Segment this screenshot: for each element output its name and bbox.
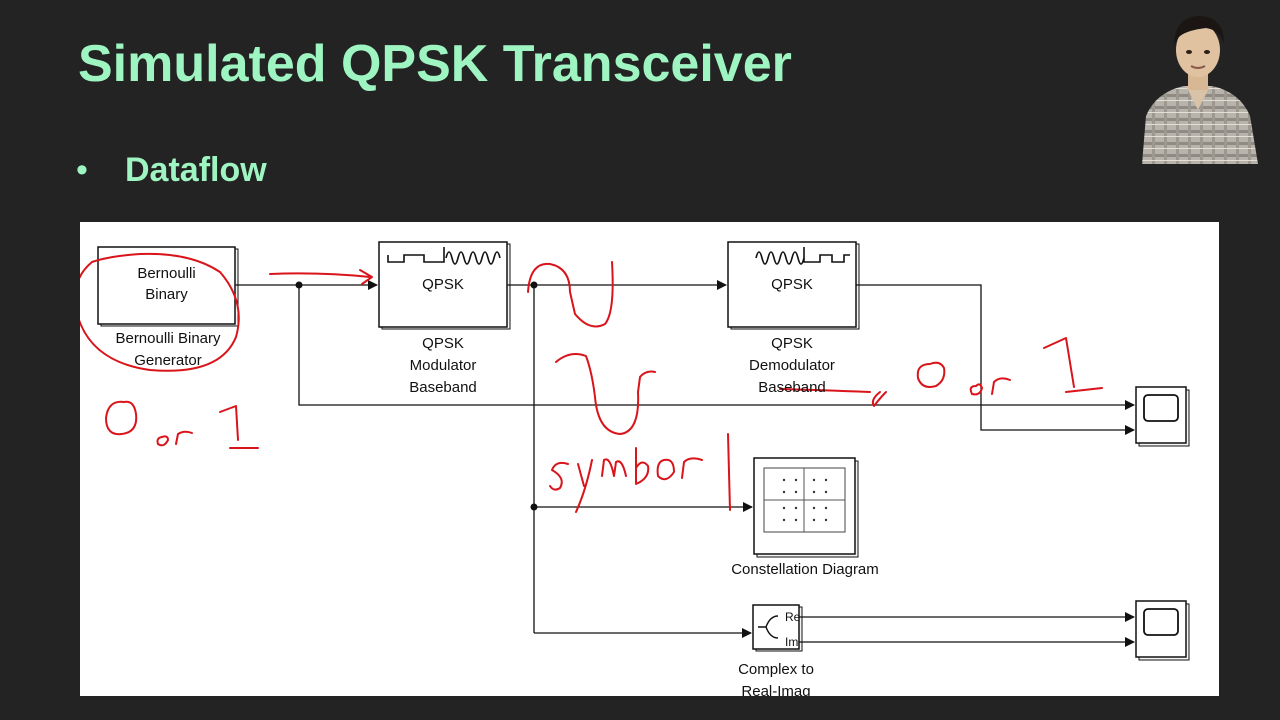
ink-one-left <box>219 405 259 449</box>
bernoulli-inner-line1: Bernoulli <box>137 265 196 282</box>
constellation-diagram-block[interactable] <box>753 457 859 558</box>
modulator-inner: QPSK <box>422 276 464 293</box>
ink-or-left <box>156 430 193 447</box>
scope-bottom-block[interactable] <box>1135 600 1190 661</box>
simulink-diagram: Bernoulli Binary Bernoulli Binary Genera… <box>80 222 1219 696</box>
sine-wave-icon <box>755 251 805 265</box>
demodulator-label-line3: Baseband <box>758 379 826 396</box>
complex-label-line2: Real-Imag <box>741 683 811 696</box>
port-im-label: Im <box>785 635 799 649</box>
diagram-canvas <box>80 241 1190 661</box>
demodulator-label-line2: Demodulator <box>749 357 835 374</box>
ink-arrow-to-scope <box>779 388 887 407</box>
ink-circle-around-bernoulli <box>80 252 240 372</box>
scope-icon <box>1143 608 1179 636</box>
ink-one-right <box>1043 337 1103 393</box>
bullet-dataflow: Dataflow <box>125 151 267 189</box>
ink-or-right <box>969 377 1011 396</box>
scope-top-block[interactable] <box>1135 386 1190 447</box>
scope-icon <box>1143 394 1179 422</box>
modulator-label-line1: QPSK <box>422 335 464 352</box>
signal-wires <box>235 280 1135 647</box>
wire-demod-to-scope <box>856 284 1135 435</box>
ink-zero-left <box>105 400 138 436</box>
presenter-person-icon <box>1136 6 1260 164</box>
modulator-label-line3: Baseband <box>409 379 477 396</box>
bernoulli-label-line2: Generator <box>134 352 202 369</box>
ink-wave-mid <box>555 353 656 435</box>
ink-zero-right <box>916 361 946 388</box>
split-icon <box>758 615 779 639</box>
bernoulli-label-line1: Bernoulli Binary <box>115 330 221 347</box>
square-wave-icon <box>387 247 445 263</box>
modulator-label-line2: Modulator <box>409 357 477 374</box>
square-wave-icon <box>803 247 850 263</box>
wire-bits-to-scope <box>298 285 1135 410</box>
ink-symbol-word <box>549 433 731 513</box>
complex-label-line1: Complex to <box>738 661 814 678</box>
demodulator-inner: QPSK <box>771 276 813 293</box>
demodulator-label-line1: QPSK <box>771 335 813 352</box>
handwritten-annotations <box>80 252 1103 513</box>
bullet-marker: • <box>76 151 88 189</box>
ink-arrow-to-modulator <box>269 269 373 285</box>
ink-wave-top <box>527 261 614 328</box>
sine-wave-icon <box>445 251 501 265</box>
bernoulli-inner-line2: Binary <box>145 286 188 303</box>
presenter-webcam <box>1136 6 1260 164</box>
branch-points <box>295 281 538 511</box>
bernoulli-binary-block[interactable] <box>97 246 239 327</box>
complex-to-real-imag-block[interactable] <box>752 604 803 652</box>
slide-title: Simulated QPSK Transceiver <box>78 35 792 93</box>
constellation-label: Constellation Diagram <box>731 561 879 578</box>
port-re-label: Re <box>785 610 801 624</box>
qpsk-demodulator-block[interactable] <box>727 241 860 330</box>
